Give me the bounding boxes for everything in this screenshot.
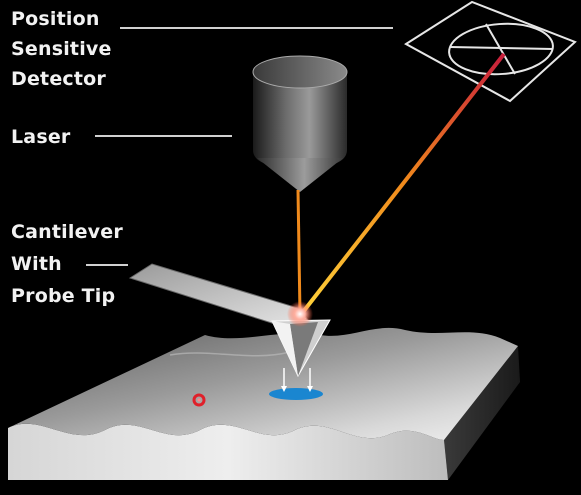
laser-label: Laser [11, 126, 71, 148]
sample-spot-marker [192, 393, 206, 407]
position-sensitive-detector-icon [404, 0, 577, 103]
reflected-laser-beam [301, 52, 506, 314]
laser-cylinder-icon [252, 55, 348, 192]
detector-label-line-2: Sensitive [11, 38, 112, 60]
sample-surface-icon [8, 327, 520, 480]
cantilever-probe-icon [128, 263, 331, 378]
cantilever-label-line-1: Cantilever [11, 221, 123, 243]
cantilever-label-line-3: Probe Tip [11, 285, 116, 307]
laser-reflection-glow [287, 301, 313, 327]
cantilever-label-line-2: With [11, 253, 62, 275]
detector-label-line-3: Detector [11, 68, 106, 90]
tip-contact-region [269, 368, 323, 400]
detector-label-line-1: Position [11, 8, 100, 30]
incident-laser-beam [296, 189, 302, 315]
